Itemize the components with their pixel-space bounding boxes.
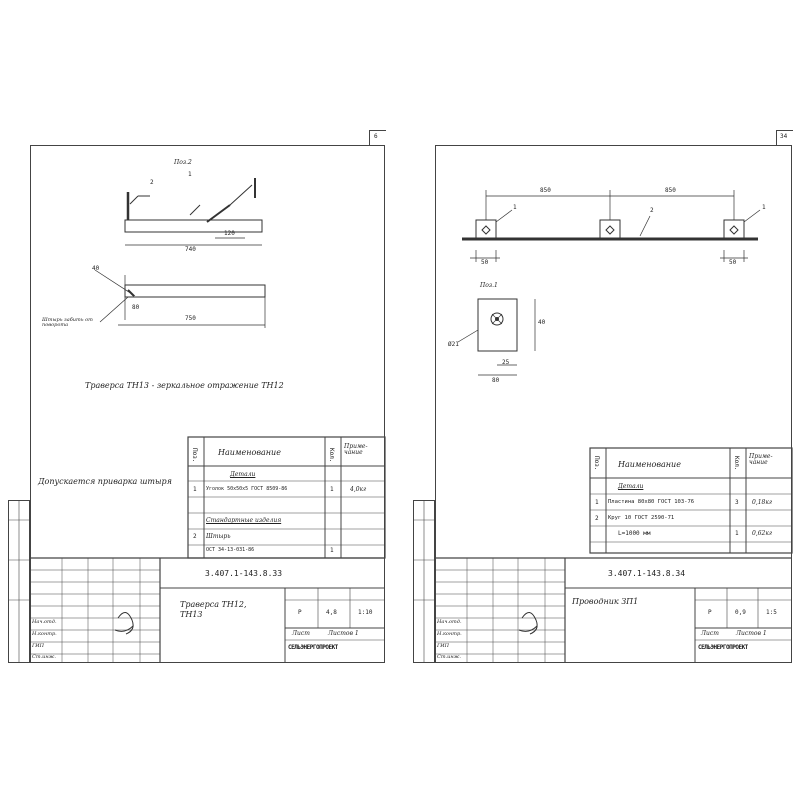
right-spec-row-1-qty: 3	[735, 499, 739, 506]
left-spec-row-3-name: Штырь	[206, 533, 231, 540]
left-spec-row-4-name: ОСТ 34-13-031-86	[206, 547, 255, 553]
right-spec-row-3-name: L=1000 мм	[618, 530, 651, 537]
left-spec-row-3-pos: 2	[193, 533, 197, 540]
left-page-number: 6	[374, 133, 378, 140]
left-drawing-sheet	[30, 145, 385, 663]
right-sheet-label: Лист	[701, 630, 719, 637]
left-detail-label: Поз.2	[174, 159, 192, 166]
right-mass: 0,9	[735, 609, 746, 616]
left-spec-row-0-name: Детали	[230, 471, 256, 478]
right-spec-header-pos: Поз.	[593, 456, 600, 471]
left-spec-row-1-name: Уголок 50х50х5 ГОСТ 8509-86	[206, 486, 288, 492]
right-spec-row-3-qty: 1	[735, 530, 739, 537]
left-callout-2: 2	[150, 179, 154, 186]
right-scale: 1:5	[766, 609, 777, 616]
left-spec-row-2-name: Стандартные изделия	[206, 517, 282, 524]
right-spec-row-2-name: Круг 10 ГОСТ 2590-71	[608, 515, 675, 521]
left-org: СЕЛЬЭНЕРГОПРОЕКТ	[288, 644, 338, 651]
right-spec-row-2-pos: 2	[595, 515, 599, 522]
right-spec-header-note: Приме-чание	[749, 453, 773, 466]
right-detail-label: Поз.1	[480, 282, 498, 289]
right-spec-row-1-name: Пластина 80х80 ГОСТ 103-76	[608, 499, 695, 505]
right-spec-header-qty: Кол.	[733, 456, 740, 471]
right-doc-code: 3.407.1-143.8.34	[608, 569, 686, 578]
right-spec-header-name: Наименование	[618, 460, 681, 469]
left-sheets-label: Листов 1	[328, 630, 359, 637]
right-callout-1b: 1	[762, 204, 766, 211]
right-org: СЕЛЬЭНЕРГОПРОЕКТ	[698, 644, 748, 651]
left-page-number-box	[369, 130, 386, 146]
left-spec-row-1-note: 4,0кг	[350, 486, 367, 493]
left-callout-1: 1	[188, 171, 192, 178]
right-callout-2: 2	[650, 207, 654, 214]
left-spec-row-1-pos: 1	[193, 486, 197, 493]
right-dim-w2: 50	[729, 259, 737, 266]
left-role-3: Ст.инж.	[32, 654, 56, 660]
right-drawing-sheet	[435, 145, 792, 663]
right-role-0: Нач.отд.	[437, 619, 462, 625]
left-spec-header-qty: Кол.	[328, 448, 335, 463]
right-role-1: Н.контр.	[437, 631, 462, 637]
right-page-number-box	[776, 130, 793, 146]
left-spec-header-pos: Поз.	[191, 448, 198, 463]
right-dim-w1: 50	[481, 259, 489, 266]
left-mass: 4,8	[326, 609, 337, 616]
right-callout-1a: 1	[513, 204, 517, 211]
right-dim-span1: 850	[540, 187, 551, 194]
left-dim-hole-offset: 120	[224, 230, 235, 237]
left-spec-header-note: Приме-чание	[344, 443, 368, 456]
right-dim-off: 25	[502, 359, 510, 366]
left-weld-note: Штырь забить от поворота	[42, 317, 93, 328]
left-role-2: ГИП	[32, 643, 45, 649]
left-role-0: Нач.отд.	[32, 619, 57, 625]
right-dim-hole: Ø21	[448, 341, 459, 348]
left-dim-bottom: 750	[185, 315, 196, 322]
left-title-line: Траверса ТН13 - зеркальное отражение ТН1…	[85, 381, 284, 390]
left-spec-header-name: Наименование	[218, 448, 281, 457]
right-page-number: 34	[780, 133, 788, 140]
right-spec-row-3-note: 0,62кг	[752, 530, 772, 537]
right-sheets-label: Листов 1	[736, 630, 767, 637]
left-spec-row-4-qty: 1	[330, 547, 334, 554]
left-doc-code: 3.407.1-143.8.33	[205, 569, 283, 578]
right-spec-row-1-pos: 1	[595, 499, 599, 506]
right-spec-row-1-note: 0,18кг	[752, 499, 772, 506]
left-side-note: Допускается приварка штыря	[38, 477, 172, 486]
left-dim-overall: 740	[185, 246, 196, 253]
right-dim-h: 40	[538, 319, 546, 326]
right-dim-plate: 80	[492, 377, 500, 384]
right-dim-span2: 850	[665, 187, 676, 194]
right-role-2: ГИП	[437, 643, 450, 649]
left-title-block-name: Траверса ТН12, ТН13	[180, 600, 247, 620]
right-role-3: Ст.инж.	[437, 654, 461, 660]
left-role-1: Н.контр.	[32, 631, 57, 637]
right-stage: Р	[708, 609, 712, 616]
right-title-block-name: Проводник ЗП1	[572, 597, 639, 606]
left-stage: Р	[298, 609, 302, 616]
left-scale: 1:10	[358, 609, 373, 616]
right-spec-row-0-name: Детали	[618, 483, 644, 490]
left-spec-row-1-qty: 1	[330, 486, 334, 493]
left-dim-d1: 80	[132, 304, 140, 311]
left-sheet-label: Лист	[292, 630, 310, 637]
left-dim-h1: 40	[92, 265, 100, 272]
